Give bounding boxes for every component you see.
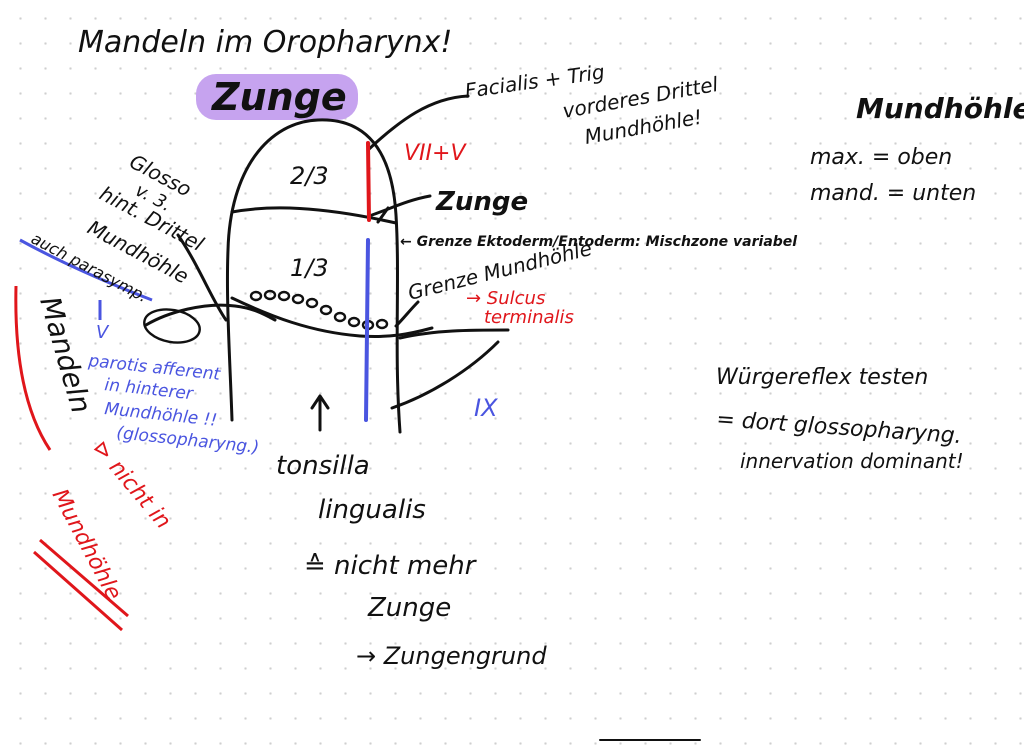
blue-v: V	[96, 322, 110, 343]
heading: Mandeln im Oropharynx!	[78, 25, 452, 60]
red-underline-2	[33, 550, 123, 632]
tonsilla-line-5: → Zungengrund	[356, 642, 547, 670]
red-note-2: Mundhöhle	[47, 485, 126, 604]
wuerge-line-3: innervation dominant!	[740, 449, 964, 473]
tonsilla-line-1: tonsilla	[276, 451, 370, 481]
tonsilla-line-4: Zunge	[367, 593, 451, 623]
tonsilla-line-2: lingualis	[318, 495, 426, 525]
title-highlight	[196, 74, 358, 120]
wuerge-line-1: Würgereflex testen	[716, 365, 928, 390]
tonsilla-line-3: ≙ nicht mehr	[304, 551, 478, 581]
tongue-diagram	[144, 94, 701, 741]
nerve-label-bottom: IX	[474, 394, 498, 422]
sulcus-line-1: → Sulcus	[466, 288, 545, 309]
fraction-bottom: 1/3	[290, 254, 329, 282]
red-arc-mandeln	[14, 285, 52, 451]
blue-note-4: (glossopharyng.)	[115, 423, 260, 458]
mundhoehle-max: max. = oben	[810, 145, 952, 170]
red-note-1: ⊳ nicht in	[87, 436, 175, 534]
mundhoehle-title: Mundhöhle	[856, 92, 1024, 125]
blue-divider-line	[19, 238, 153, 302]
red-underline-1	[39, 538, 129, 618]
lingual-tonsil-circles	[143, 289, 389, 344]
zunge-label: Zunge	[435, 187, 528, 217]
tongue-title: Zunge	[211, 75, 347, 119]
border-note: ← Grenze Ektoderm/Entoderm: Mischzone va…	[400, 234, 797, 250]
wuerge-line-2: = dort glossopharyng.	[716, 407, 963, 449]
nerve-label-top: VII+V	[404, 141, 467, 166]
blue-nerve-line	[364, 238, 370, 422]
red-nerve-line	[366, 141, 371, 222]
sulcus-line-2: terminalis	[484, 307, 574, 328]
mundhoehle-mand: mand. = unten	[810, 181, 976, 206]
fraction-top: 2/3	[290, 162, 329, 190]
